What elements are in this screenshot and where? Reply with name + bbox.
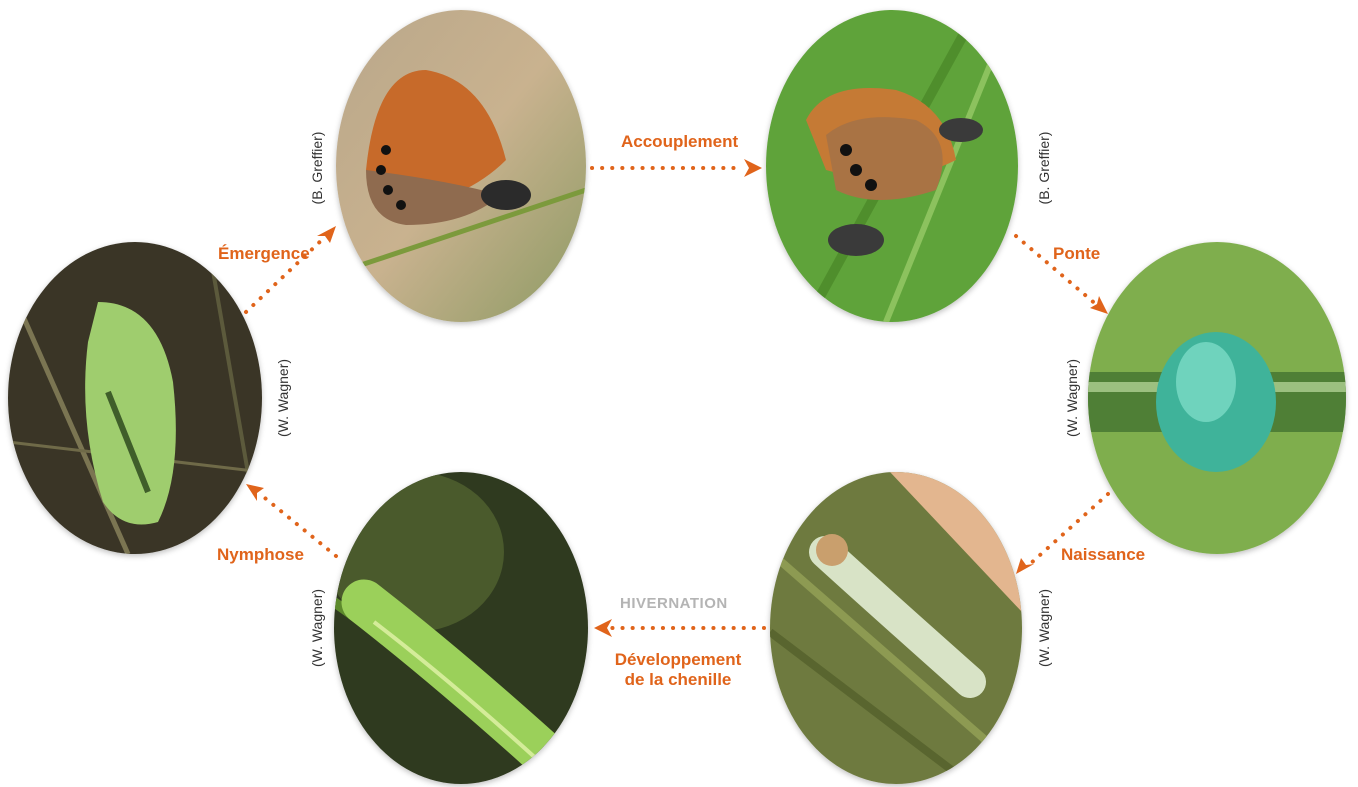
- arrowhead-emergence: [317, 226, 336, 243]
- arrowhead-accouplement: [744, 159, 762, 177]
- credit-caterpillar: (W. Wagner): [309, 589, 325, 667]
- arrowhead-nymphose: [246, 484, 264, 501]
- arrowhead-developpement: [594, 619, 612, 637]
- label-ponte: Ponte: [1053, 244, 1100, 264]
- mating-photo: [766, 10, 1018, 322]
- arrowhead-ponte: [1090, 296, 1108, 314]
- butterfly-photo: [336, 10, 586, 322]
- label-developpement-line2: de la chenille: [603, 670, 753, 690]
- credit-butterfly: (B. Greffier): [309, 132, 325, 205]
- arrowhead-naissance: [1016, 558, 1034, 574]
- label-developpement-line1: Développement: [603, 650, 753, 670]
- label-hivernation: HIVERNATION: [620, 595, 728, 612]
- label-nymphose: Nymphose: [217, 545, 304, 565]
- label-naissance: Naissance: [1061, 545, 1145, 565]
- egg-photo: [1088, 242, 1346, 554]
- label-accouplement: Accouplement: [621, 132, 738, 152]
- credit-egg: (W. Wagner): [1064, 359, 1080, 437]
- pupa-photo: [8, 242, 262, 554]
- credit-young-larva: (W. Wagner): [1036, 589, 1052, 667]
- label-emergence: Émergence: [218, 244, 310, 264]
- credit-pupa: (W. Wagner): [275, 359, 291, 437]
- young-larva-photo: [770, 472, 1022, 784]
- label-developpement: Développement de la chenille: [603, 650, 753, 690]
- caterpillar-photo: [334, 472, 588, 784]
- credit-mating: (B. Greffier): [1036, 132, 1052, 205]
